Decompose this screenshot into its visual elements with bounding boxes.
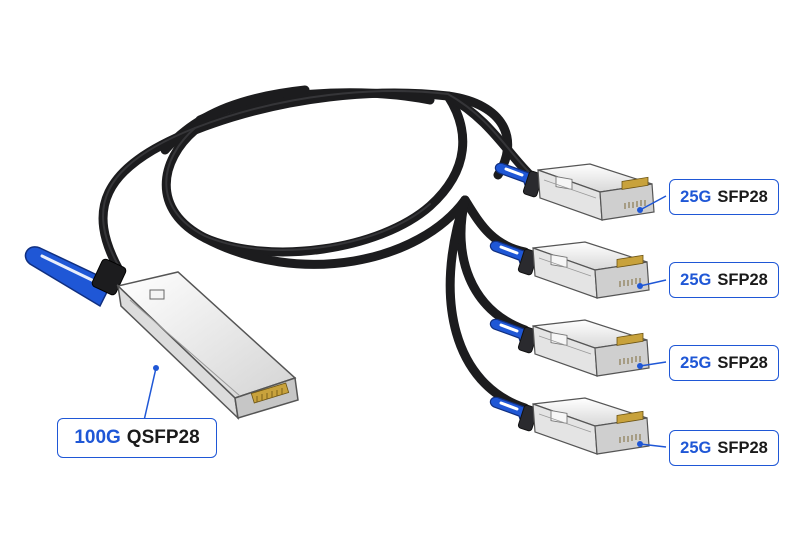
sfp28-label-3: 25G SFP28 xyxy=(669,345,779,381)
leader-line-qsfp28 xyxy=(142,367,157,426)
qsfp28-label-speed: 100G xyxy=(74,427,121,448)
leader-line-sfp28-2 xyxy=(639,279,667,287)
sfp28-label-3-type: SFP28 xyxy=(717,353,768,372)
sfp28-label-1-speed: 25G xyxy=(680,187,712,206)
sfp28-label-2: 25G SFP28 xyxy=(669,262,779,298)
sfp28-module-4 xyxy=(488,395,651,456)
sfp28-label-1-type: SFP28 xyxy=(717,187,768,206)
main-cable-strand-1 xyxy=(98,88,512,273)
main-cable-strand-3 xyxy=(200,195,470,269)
sfp28-module-1 xyxy=(493,161,656,222)
cable-bundle xyxy=(98,85,535,413)
main-cable-strand-5 xyxy=(160,85,310,155)
leader-dot-sfp28-3 xyxy=(637,363,643,369)
leader-line-sfp28-4 xyxy=(639,443,667,448)
leader-lines xyxy=(142,195,667,448)
leader-line-sfp28-3 xyxy=(639,361,667,367)
leader-dot-sfp28-1 xyxy=(637,207,643,213)
qsfp28-label: 100G QSFP28 xyxy=(57,418,217,458)
sfp28-label-2-type: SFP28 xyxy=(717,270,768,289)
sfp28-label-4-speed: 25G xyxy=(680,438,712,457)
sfp28-label-4-type: SFP28 xyxy=(717,438,768,457)
leader-dot-qsfp28 xyxy=(153,365,159,371)
leader-dot-sfp28-2 xyxy=(637,283,643,289)
sfp28-module-2 xyxy=(488,239,651,300)
qsfp28-module xyxy=(24,246,299,421)
qsfp28-label-type: QSFP28 xyxy=(126,427,200,448)
leader-dot-sfp28-4 xyxy=(637,441,643,447)
breakout-cable-1 xyxy=(443,91,535,180)
sfp28-label-1: 25G SFP28 xyxy=(669,179,779,215)
sfp28-module-3 xyxy=(488,317,651,378)
leader-line-sfp28-1 xyxy=(639,195,667,211)
breakout-cable-4 xyxy=(445,195,530,413)
qsfp28-pull-tab xyxy=(24,246,114,308)
sfp28-label-2-speed: 25G xyxy=(680,270,712,289)
sfp28-label-3-speed: 25G xyxy=(680,353,712,372)
breakout-cable-3 xyxy=(456,195,530,335)
qsfp28-contacts xyxy=(250,382,290,404)
sfp28-label-4: 25G SFP28 xyxy=(669,430,779,466)
